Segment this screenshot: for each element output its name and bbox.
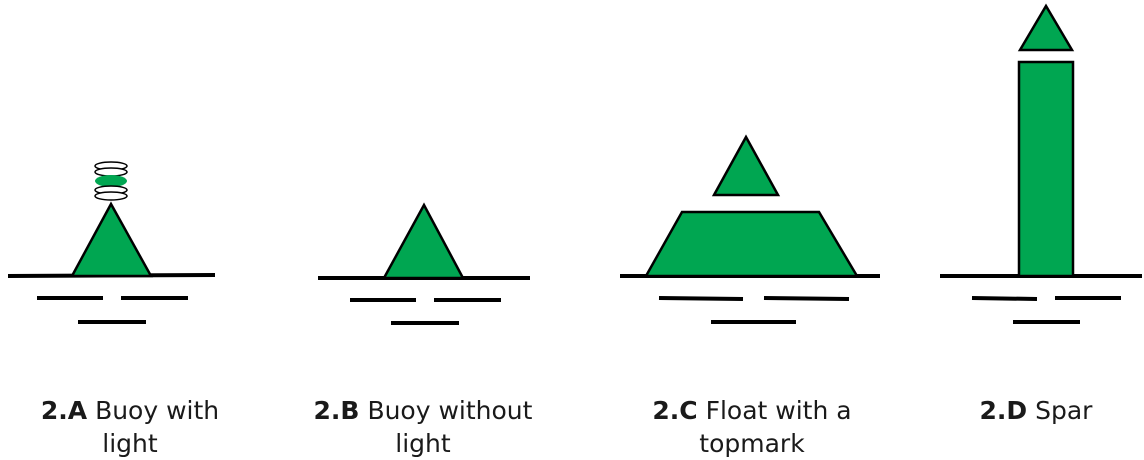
spar-figure [940, 3, 1142, 324]
caption-text-line1: Buoy without [367, 396, 533, 425]
water-ripples [658, 296, 850, 324]
caption-text-line1: Buoy with [95, 396, 220, 425]
caption-text-line1: Float with a [705, 396, 852, 425]
buoy-with-light-figure [7, 161, 216, 324]
spar-topmark-triangle [1017, 3, 1075, 52]
light-icon [94, 161, 128, 201]
water-ripples [350, 298, 501, 325]
water-ripples [37, 296, 188, 324]
topmark-triangle [711, 134, 781, 197]
caption-2c: 2.C Float with a topmark [622, 394, 882, 460]
water-ripples [971, 296, 1121, 324]
caption-text-line2: topmark [699, 429, 805, 458]
caption-code: 2.D [979, 396, 1028, 425]
caption-code: 2.B [313, 396, 360, 425]
marker-diagram [7, 3, 1142, 325]
caption-2b: 2.B Buoy without light [293, 394, 553, 460]
caption-text-line2: light [395, 429, 451, 458]
caption-2d: 2.D Spar [906, 394, 1144, 427]
float-with-topmark-figure [620, 134, 880, 324]
caption-text-line1: Spar [1035, 396, 1093, 425]
caption-text-line2: light [102, 429, 158, 458]
caption-code: 2.C [652, 396, 698, 425]
spar-pole [1017, 60, 1075, 278]
caption-2a: 2.A Buoy with light [0, 394, 260, 460]
buoy-cone [69, 201, 154, 278]
float-body [643, 210, 860, 278]
caption-code: 2.A [40, 396, 88, 425]
buoy-cone [381, 202, 466, 280]
buoy-without-light-figure [318, 202, 530, 325]
